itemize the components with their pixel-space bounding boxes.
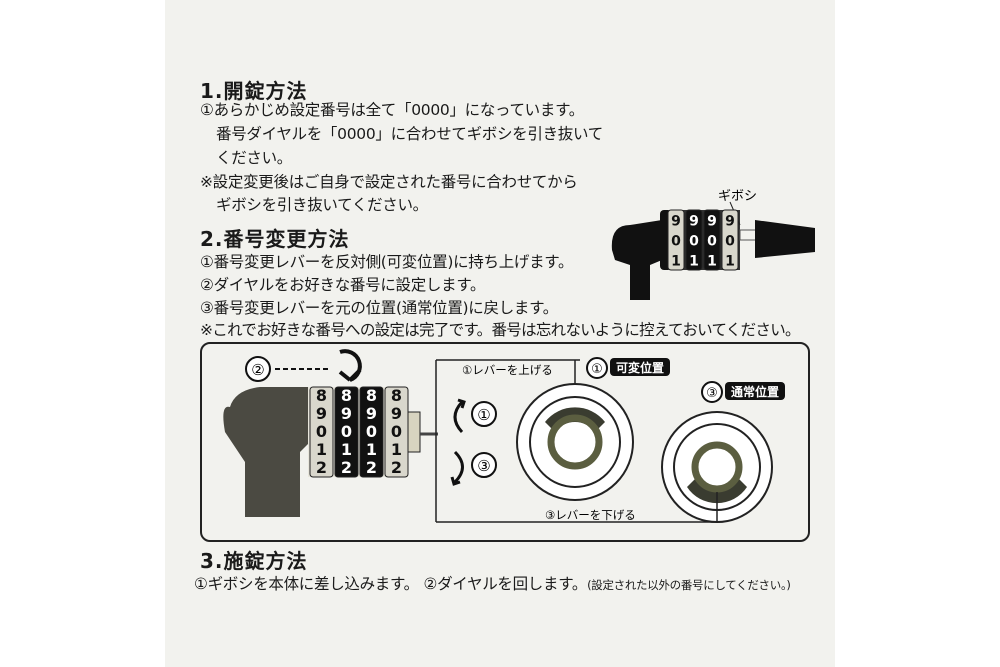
section1-line: ①あらかじめ設定番号は全て「0000」になっています。 xyxy=(200,101,584,119)
dial-digit: 0 xyxy=(316,422,327,441)
dial-digit: 1 xyxy=(366,440,377,459)
dial-digit: 9 xyxy=(725,214,735,230)
dial-digit: 0 xyxy=(707,234,717,250)
dial-digit: 8 xyxy=(391,386,402,405)
dial-wheel[interactable] xyxy=(703,209,721,271)
dial-digit: 9 xyxy=(316,404,327,423)
dial-digit: 0 xyxy=(689,234,699,250)
section1-line: ください。 xyxy=(216,149,293,167)
dial-digit: 0 xyxy=(366,422,377,441)
section3-main: ①ギボシを本体に差し込みます。 ②ダイヤルを回します。 xyxy=(194,575,588,593)
dial-wheel[interactable] xyxy=(721,209,739,271)
dial-digit: 0 xyxy=(725,234,735,250)
dial-digit: 9 xyxy=(671,214,681,230)
dial-digit: 1 xyxy=(341,440,352,459)
gibosi-label: ギボシ xyxy=(718,189,757,204)
dial-digit: 8 xyxy=(366,386,377,405)
manual-sheet xyxy=(165,0,835,667)
arrow-down-label: ③ xyxy=(477,457,490,475)
arrow-up-icon xyxy=(453,398,466,434)
dial-digit: 1 xyxy=(671,254,681,270)
dial-digit: 8 xyxy=(341,386,352,405)
normal-position-badge: 通常位置 xyxy=(731,384,779,399)
dial-digit: 9 xyxy=(366,404,377,423)
dial-wheel[interactable] xyxy=(334,386,359,478)
rotate-arrow-icon xyxy=(338,349,362,382)
dial-normal-position xyxy=(661,411,773,523)
lever-diagram-box xyxy=(200,342,810,542)
variable-position-badge: 可変位置 xyxy=(616,360,664,375)
arrow-up-label: ① xyxy=(477,406,490,424)
dial-digit: 2 xyxy=(391,458,402,477)
dial-digit: 0 xyxy=(671,234,681,250)
section2-line: ①番号変更レバーを反対側(可変位置)に持ち上げます。 xyxy=(200,253,574,271)
dial-digit: 1 xyxy=(707,254,717,270)
dial-wheel[interactable] xyxy=(359,386,384,478)
section1-heading: 1.開錠方法 xyxy=(200,79,308,103)
section2-line: ②ダイヤルをお好きな番号に設定します。 xyxy=(200,276,486,294)
dial-digit: 1 xyxy=(316,440,327,459)
lever-up-label: ①レバーを上げる xyxy=(462,363,553,377)
section3-heading: 3.施錠方法 xyxy=(200,549,308,573)
dial-digit: 8 xyxy=(316,386,327,405)
section1-line: 番号ダイヤルを「0000」に合わせてギボシを引き抜いて xyxy=(216,125,603,143)
dial-digit: 1 xyxy=(689,254,699,270)
dial-digit: 9 xyxy=(391,404,402,423)
section3-line: ①ギボシを本体に差し込みます。 ②ダイヤルを回します。(設定された以外の番号にし… xyxy=(194,572,791,594)
section2-note: ※これでお好きな番号への設定は完了です。番号は忘れないように控えておいてください… xyxy=(200,321,800,339)
dial-digit: 0 xyxy=(341,422,352,441)
dial-digit: 2 xyxy=(341,458,352,477)
section2-line: ③番号変更レバーを元の位置(通常位置)に戻します。 xyxy=(200,299,558,317)
step2-marker: ② xyxy=(251,361,264,379)
dial-digit: 2 xyxy=(366,458,377,477)
dial-digit: 9 xyxy=(689,214,699,230)
section3-note: (設定された以外の番号にしてください。) xyxy=(587,578,791,592)
dial-digit: 9 xyxy=(707,214,717,230)
dial-digit: 1 xyxy=(725,254,735,270)
dial-wheel[interactable] xyxy=(309,386,334,478)
section2-heading: 2.番号変更方法 xyxy=(200,227,350,251)
lock-body xyxy=(223,387,310,517)
arrow-down-icon xyxy=(450,450,464,486)
dial-digit: 1 xyxy=(391,440,402,459)
section1-line: ギボシを引き抜いてください。 xyxy=(216,196,428,214)
normal-num: ③ xyxy=(706,386,718,401)
dial-digit: 9 xyxy=(341,404,352,423)
dial-wheel[interactable] xyxy=(667,209,685,271)
section1-line: ※設定変更後はご自身で設定された番号に合わせてから xyxy=(200,173,578,191)
dial-digit: 2 xyxy=(316,458,327,477)
dial-variable-position xyxy=(516,383,634,501)
variable-num: ① xyxy=(591,362,603,377)
dial-wheel[interactable] xyxy=(685,209,703,271)
dial-digit: 0 xyxy=(391,422,402,441)
lever-down-label: ③レバーを下げる xyxy=(545,508,636,522)
